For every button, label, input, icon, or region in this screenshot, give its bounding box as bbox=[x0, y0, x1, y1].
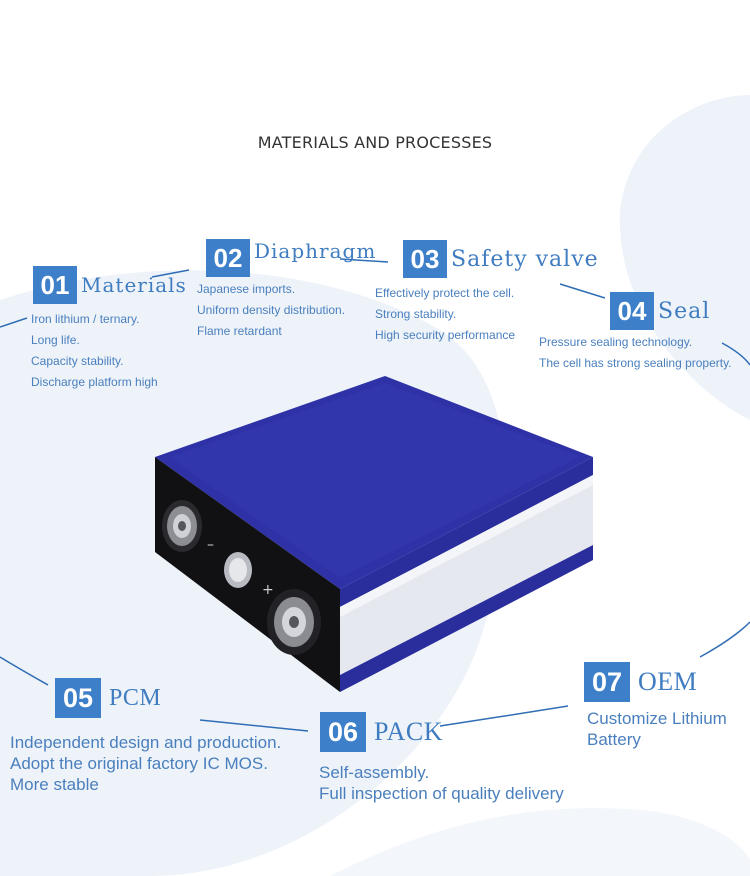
feature-number: 04 bbox=[610, 292, 654, 330]
feature-oem: 07 OEM Customize Lithium Battery bbox=[584, 662, 727, 750]
description-line: Long life. bbox=[31, 333, 80, 347]
description-line: Battery bbox=[587, 730, 641, 749]
description-line: Capacity stability. bbox=[31, 354, 124, 368]
description-line: The cell has strong sealing property. bbox=[539, 356, 732, 370]
connector-01-02 bbox=[151, 269, 190, 278]
description-line: Effectively protect the cell. bbox=[375, 286, 515, 300]
connector-06-07 bbox=[439, 705, 569, 727]
battery-cell: – + bbox=[155, 376, 593, 692]
feature-title: PCM bbox=[109, 684, 162, 711]
negative-terminal bbox=[162, 500, 202, 552]
positive-terminal bbox=[267, 589, 321, 655]
description-line: Discharge platform high bbox=[31, 375, 158, 389]
description-line: Iron lithium / ternary. bbox=[31, 312, 140, 326]
description-line: Independent design and production. bbox=[10, 733, 282, 752]
minus-sign-icon: – bbox=[207, 537, 214, 553]
feature-description: Pressure sealing technology. The cell ha… bbox=[539, 332, 732, 374]
feature-title: OEM bbox=[638, 667, 698, 696]
background-blob-right bbox=[619, 95, 750, 420]
safety-valve bbox=[224, 552, 252, 588]
description-line: Pressure sealing technology. bbox=[539, 335, 693, 349]
feature-title: Diaphragm bbox=[254, 239, 377, 263]
feature-description: Customize Lithium Battery bbox=[587, 708, 727, 750]
feature-number: 01 bbox=[33, 266, 77, 304]
feature-pack: 06 PACK Self-assembly. Full inspection of… bbox=[319, 712, 564, 804]
feature-pcm: 05 PCM Independent design and production.… bbox=[10, 678, 281, 795]
feature-title: Safety valve bbox=[451, 246, 599, 272]
feature-description: Independent design and production. Adopt… bbox=[10, 732, 281, 795]
page-title: MATERIALS AND PROCESSES bbox=[257, 133, 493, 152]
battery-right-silver-band bbox=[340, 475, 593, 675]
connector-03-04 bbox=[559, 283, 606, 299]
feature-title: PACK bbox=[374, 717, 443, 746]
connector-07-right bbox=[699, 621, 750, 658]
connector-02-03 bbox=[339, 258, 389, 263]
connector-05-left bbox=[0, 656, 49, 686]
description-line: More stable bbox=[10, 775, 99, 794]
background-blob-bottom bbox=[330, 808, 750, 876]
feature-description: Self-assembly. Full inspection of qualit… bbox=[319, 762, 564, 804]
description-line: Flame retardant bbox=[197, 324, 282, 338]
description-line: Self-assembly. bbox=[319, 763, 430, 782]
feature-title: Seal bbox=[658, 298, 711, 324]
battery-right-bottom-edge bbox=[340, 545, 593, 692]
feature-number: 05 bbox=[55, 678, 101, 718]
feature-description: Effectively protect the cell. Strong sta… bbox=[375, 283, 599, 346]
description-line: Uniform density distribution. bbox=[197, 303, 346, 317]
description-line: Full inspection of quality delivery bbox=[319, 784, 564, 803]
description-line: Customize Lithium bbox=[587, 709, 727, 728]
description-line: Strong stability. bbox=[375, 307, 457, 321]
plus-sign-icon: + bbox=[262, 582, 274, 598]
feature-number: 03 bbox=[403, 240, 447, 278]
battery-right-top-edge bbox=[340, 457, 593, 607]
feature-title: Materials bbox=[81, 273, 187, 297]
description-line: Adopt the original factory IC MOS. bbox=[10, 754, 268, 773]
connector-01-left bbox=[0, 317, 28, 328]
connector-05-06 bbox=[199, 719, 309, 732]
feature-description: Japanese imports. Uniform density distri… bbox=[197, 279, 376, 342]
feature-number: 02 bbox=[206, 239, 250, 277]
description-line: High security performance bbox=[375, 328, 516, 342]
feature-number: 07 bbox=[584, 662, 630, 702]
description-line: Japanese imports. bbox=[197, 282, 296, 296]
feature-number: 06 bbox=[320, 712, 366, 752]
connector-04-right bbox=[721, 342, 750, 366]
feature-description: Iron lithium / ternary. Long life. Capac… bbox=[31, 309, 187, 393]
